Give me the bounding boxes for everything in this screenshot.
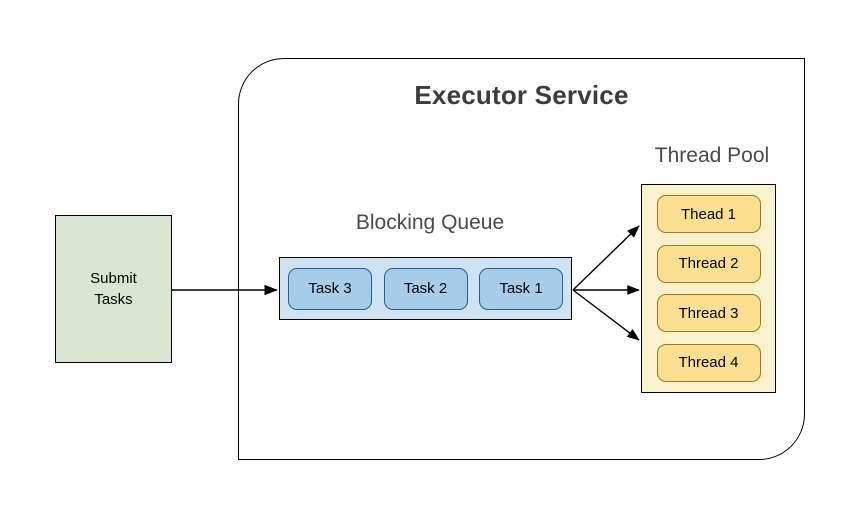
thread-item: Thread 4 xyxy=(656,343,761,382)
thread-item-label: Thead 1 xyxy=(680,205,737,223)
thread-item: Thread 3 xyxy=(656,294,761,333)
task-item: Task 3 xyxy=(288,267,372,310)
task-item-label: Task 2 xyxy=(403,280,448,297)
submit-tasks-node: Submit Tasks xyxy=(55,215,172,363)
page-title: Executor Service xyxy=(414,80,629,110)
task-item-label: Task 1 xyxy=(499,280,543,297)
task-item-label: Task 3 xyxy=(308,280,352,297)
blocking-queue-title: Blocking Queue xyxy=(355,211,505,234)
thread-item-label: Thread 2 xyxy=(678,255,739,273)
task-item: Task 1 xyxy=(479,267,563,310)
blocking-queue-container: Task 3 Task 2 Task 1 xyxy=(279,257,572,320)
task-item: Task 2 xyxy=(383,267,468,310)
thread-pool-container: Thead 1 Thread 2 Thread 3 Thread 4 xyxy=(641,184,776,393)
submit-tasks-label: Submit Tasks xyxy=(90,270,137,308)
executor-service-container xyxy=(238,58,805,460)
thread-pool-title: Thread Pool xyxy=(654,144,770,167)
thread-item: Thread 2 xyxy=(656,244,761,283)
thread-item-label: Thread 4 xyxy=(678,354,739,372)
thread-item-label: Thread 3 xyxy=(678,304,739,322)
thread-item: Thead 1 xyxy=(656,195,761,233)
